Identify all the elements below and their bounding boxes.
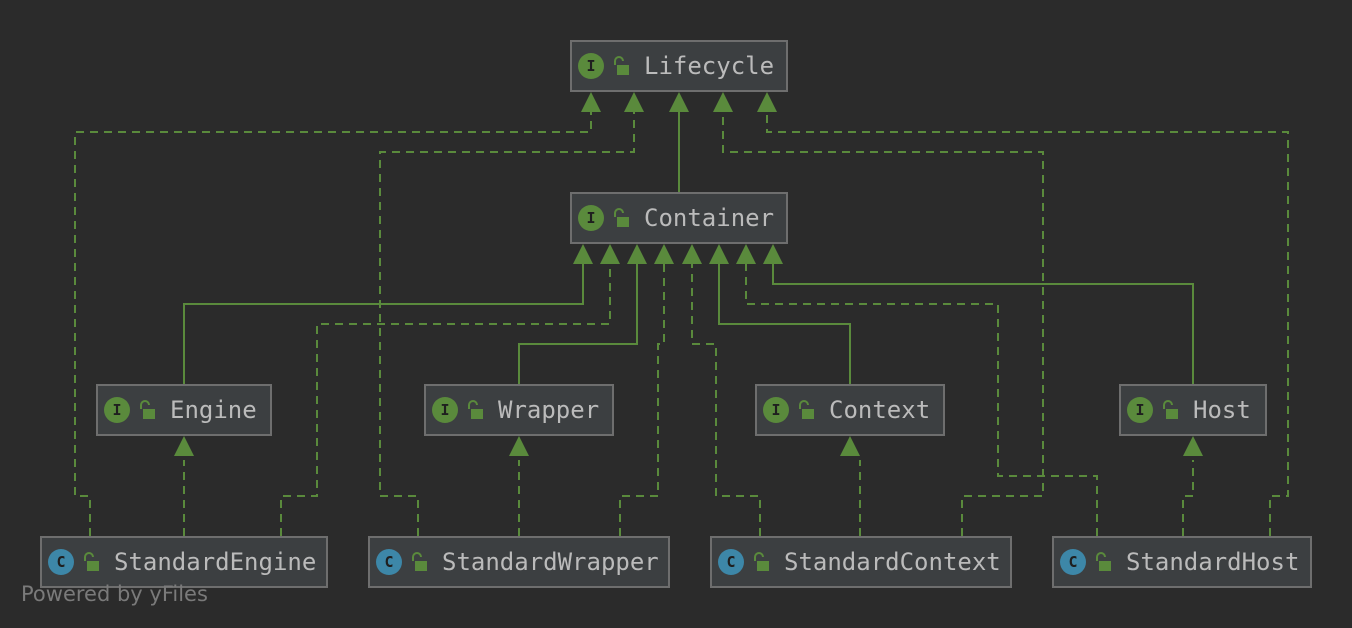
edge-standardhost-host — [1182, 460, 1194, 536]
class-icon: C — [48, 549, 74, 575]
unlocked-icon — [799, 400, 814, 419]
standard-context-node[interactable]: C StandardContext — [710, 536, 1012, 588]
node-label: StandardEngine — [114, 548, 317, 576]
node-label: Engine — [170, 396, 257, 424]
interface-icon: I — [104, 397, 130, 423]
arrowhead — [600, 244, 620, 264]
edge-standardengine-lifecycle — [74, 108, 592, 536]
arrowhead — [624, 92, 644, 112]
edge-standardcontext-container — [691, 260, 761, 536]
node-label: StandardContext — [784, 548, 1001, 576]
interface-icon: I — [432, 397, 458, 423]
interface-icon: I — [763, 397, 789, 423]
unlocked-icon — [1163, 400, 1178, 419]
arrowhead — [682, 244, 702, 264]
unlocked-icon — [614, 56, 629, 75]
edge-standardcontext-lifecycle — [722, 108, 1044, 536]
arrowhead — [1183, 436, 1203, 456]
edge-standardhost-container — [745, 260, 1098, 536]
wrapper-node[interactable]: I Wrapper — [424, 384, 614, 436]
node-label: Context — [829, 396, 931, 424]
edge-standardhost-lifecycle — [766, 108, 1289, 536]
unlocked-icon — [140, 400, 155, 419]
interface-icon: I — [1127, 397, 1153, 423]
arrowhead — [654, 244, 674, 264]
edge-standardengine-container — [280, 260, 611, 536]
edge-wrapper-container — [518, 260, 638, 384]
node-label: Lifecycle — [644, 52, 775, 80]
unlocked-icon — [84, 552, 99, 571]
container-node[interactable]: I Container — [570, 192, 788, 244]
host-node[interactable]: I Host — [1119, 384, 1267, 436]
arrowhead — [763, 244, 783, 264]
engine-node[interactable]: I Engine — [96, 384, 272, 436]
arrowhead — [581, 92, 601, 112]
unlocked-icon — [412, 552, 427, 571]
arrowhead — [627, 244, 647, 264]
lifecycle-node[interactable]: I Lifecycle — [570, 40, 788, 92]
class-icon: C — [376, 549, 402, 575]
node-label: StandardHost — [1126, 548, 1300, 576]
interface-icon: I — [578, 205, 604, 231]
unlocked-icon — [1096, 552, 1111, 571]
arrowhead — [840, 436, 860, 456]
unlocked-icon — [468, 400, 483, 419]
edge-standardwrapper-lifecycle — [379, 108, 635, 536]
arrowhead — [509, 436, 529, 456]
unlocked-icon — [754, 552, 769, 571]
powered-by-footer: Powered by yFiles — [21, 582, 208, 606]
arrowhead — [736, 244, 756, 264]
edge-context-container — [718, 260, 851, 384]
class-icon: C — [718, 549, 744, 575]
interface-icon: I — [578, 53, 604, 79]
edge-host-container — [772, 260, 1194, 384]
arrowhead — [669, 92, 689, 112]
node-label: StandardWrapper — [442, 548, 659, 576]
arrowhead — [174, 436, 194, 456]
arrowhead — [757, 92, 777, 112]
class-icon: C — [1060, 549, 1086, 575]
node-label: Wrapper — [498, 396, 600, 424]
arrowhead — [713, 92, 733, 112]
context-node[interactable]: I Context — [755, 384, 945, 436]
edge-engine-container — [183, 260, 584, 384]
edge-standardwrapper-container — [619, 260, 665, 536]
unlocked-icon — [614, 208, 629, 227]
standard-wrapper-node[interactable]: C StandardWrapper — [368, 536, 670, 588]
node-label: Host — [1193, 396, 1251, 424]
arrowhead — [573, 244, 593, 264]
standard-engine-node[interactable]: C StandardEngine — [40, 536, 328, 588]
node-label: Container — [644, 204, 775, 232]
arrowhead — [709, 244, 729, 264]
standard-host-node[interactable]: C StandardHost — [1052, 536, 1312, 588]
